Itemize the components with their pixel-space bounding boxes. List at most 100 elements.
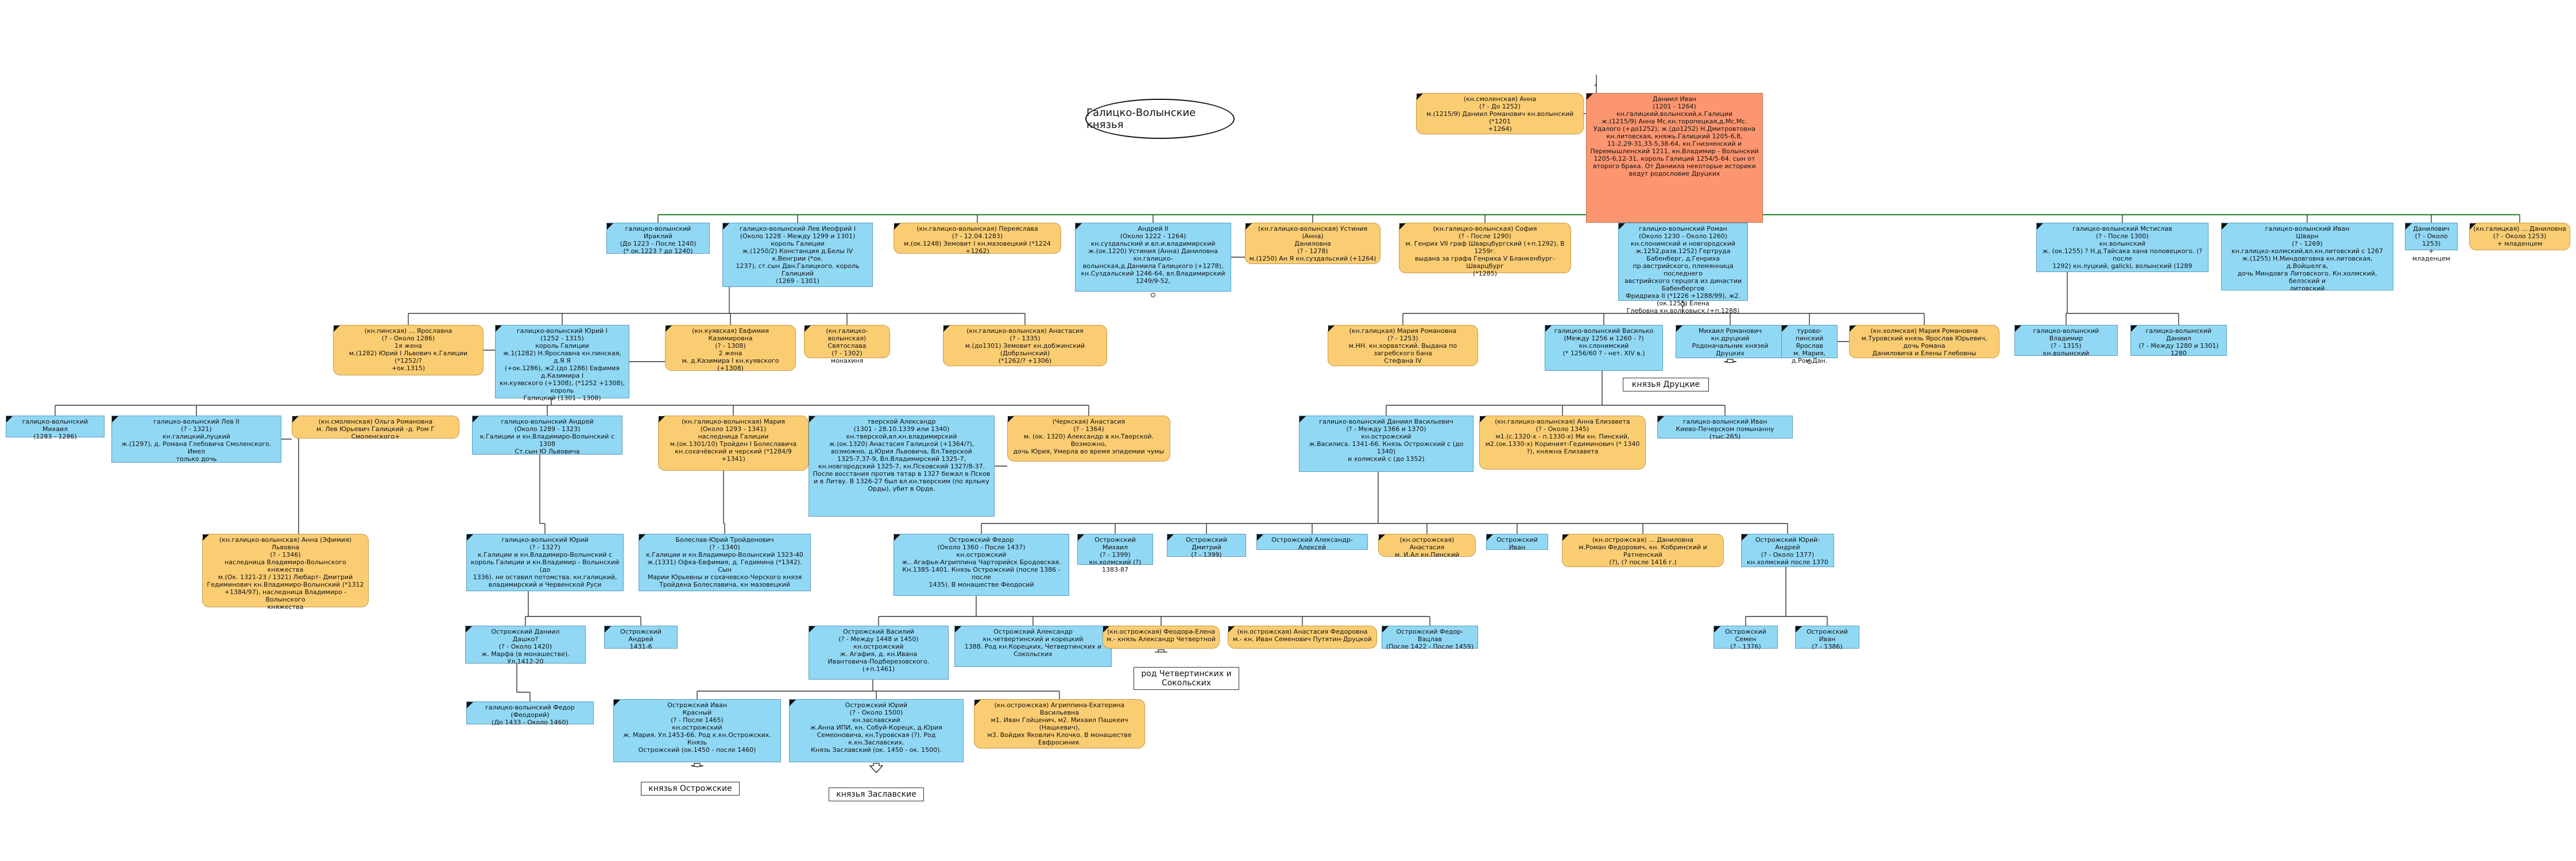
collapse-corner-icon[interactable] (804, 325, 811, 332)
person-node-yuri-z[interactable]: Острожский Юрий (? - Около 1500) кн.засл… (789, 699, 964, 762)
collapse-corner-icon[interactable] (292, 416, 299, 422)
collapse-corner-icon[interactable] (894, 223, 900, 230)
person-node-boleslav[interactable]: Болеслав-Юрий Тройденович (? - 1340) к.Г… (639, 534, 811, 591)
collapse-corner-icon[interactable] (1167, 534, 1174, 541)
person-node-mstislav[interactable]: галицко-волынский Мстислав (? - После 13… (2036, 223, 2208, 272)
person-node-svyatoslava[interactable]: (кн.галицко-волынская) Святослава (? - 1… (804, 325, 890, 364)
collapse-corner-icon[interactable] (1742, 534, 1748, 541)
collapse-corner-icon[interactable] (1619, 223, 1625, 230)
person-node-daniil-vas[interactable]: галицко-волынский Даниил Васильевич (? -… (1299, 416, 1473, 472)
person-node-anastasia-o[interactable]: (кн.острожская) Анастасия м. И.Ал кн.Пин… (1378, 534, 1476, 559)
person-node-yuri-g[interactable]: галицко-волынский Юрий (? - 1327) к.Гали… (466, 534, 624, 591)
collapse-corner-icon[interactable] (607, 223, 613, 230)
person-node-yuri-andrei[interactable]: Острожский Юрий-Андрей (? - Около 1377) … (1741, 534, 1834, 567)
expand-marker-icon[interactable] (1807, 359, 1812, 364)
person-node-daniil-o[interactable]: Острожский Даниил Дашко? (? - Около 1420… (465, 626, 586, 665)
expand-marker-icon[interactable] (1681, 302, 1685, 307)
person-node-maria2[interactable]: (кн.галицко-волынская) Мария (Около 1293… (658, 416, 809, 471)
collapse-corner-icon[interactable] (2405, 223, 2412, 230)
person-node-ivan-o[interactable]: Острожский Иван (1486, 534, 1548, 551)
person-node-danilovna-o[interactable]: (кн.острожская) ... Даниловна м.Роман Фе… (1562, 534, 1724, 567)
collapse-corner-icon[interactable] (1487, 534, 1493, 541)
person-node-anna-efim[interactable]: (кн.галицко-волынская) Анна (Эфимия) Льв… (202, 534, 369, 611)
collapse-corner-icon[interactable] (1328, 325, 1335, 332)
collapse-corner-icon[interactable] (2470, 223, 2476, 230)
collapse-corner-icon[interactable] (894, 534, 900, 541)
person-node-anastasia2[interactable]: (Черкская) Анастасия (? - 1364) м. (ок. … (1007, 416, 1170, 461)
person-node-daniil2[interactable]: галицко-волынский Даниил (? - Между 1280… (2130, 325, 2227, 357)
person-node-ivan-kr[interactable]: Острожский Иван Красный (? - После 1465)… (613, 699, 781, 762)
collapse-corner-icon[interactable] (1587, 94, 1593, 100)
collapse-corner-icon[interactable] (809, 626, 815, 633)
collapse-corner-icon[interactable] (1228, 626, 1235, 633)
person-node-lev2[interactable]: галицко-волынский Лев II (? - 1321) кн.г… (111, 416, 281, 463)
collapse-corner-icon[interactable] (467, 702, 473, 708)
person-node-fedora[interactable]: (кн.острожская) Феодора-Елена м.- князь … (1103, 626, 1220, 649)
person-node-vasili-o[interactable]: Острожский Василий (? - Между 1448 и 145… (809, 626, 949, 680)
collapse-corner-icon[interactable] (1562, 534, 1569, 541)
person-node-maria-rom[interactable]: (кн.галицкая) Мария Романовна (? - 1253)… (1328, 325, 1478, 366)
person-node-ivan-kiev[interactable]: галицко-волынский Иван Киево-Печерском п… (1657, 416, 1793, 440)
person-node-vladimir[interactable]: галицко-волынский Владимир (? - 1315) кн… (2014, 325, 2118, 357)
collapse-corner-icon[interactable] (1008, 416, 1014, 422)
person-node-anastasia1[interactable]: (кн.галицко-волынская) Анастасия (? - 13… (943, 325, 1107, 366)
person-node-evfimia[interactable]: (кн.куявская) Евфимия Казимировна (? - 1… (665, 325, 796, 372)
collapse-corner-icon[interactable] (955, 626, 961, 633)
collapse-corner-icon[interactable] (2222, 223, 2228, 230)
collapse-corner-icon[interactable] (974, 700, 981, 706)
collapse-corner-icon[interactable] (1782, 325, 1788, 332)
collapse-corner-icon[interactable] (112, 416, 118, 422)
person-node-yuri1[interactable]: галицко-волынский Юрий I (1252 - 1315) к… (495, 325, 629, 402)
person-node-yaroslav-turov[interactable]: турово-пинский Ярослав м. Мария, д.Ром.Д… (1781, 325, 1838, 364)
collapse-corner-icon[interactable] (496, 325, 502, 332)
collapse-corner-icon[interactable] (790, 700, 796, 706)
collapse-corner-icon[interactable] (466, 626, 472, 633)
person-node-anna-el[interactable]: (кн.галицко-волынская) Анна Елизавета (?… (1479, 416, 1646, 470)
person-node-alexandr-ch[interactable]: Острожский Александр кн.четвертинский и … (954, 626, 1112, 667)
person-node-maria-turov[interactable]: (кн.холмская) Мария Романовна м.Туровски… (1849, 325, 1999, 358)
person-node-mikhail-druck[interactable]: Михаил Романович кн.друцкий Родоначальни… (1676, 325, 1785, 358)
person-node-vasilko[interactable]: галицко-волынский Василько (Между 1256 и… (1545, 325, 1663, 371)
collapse-corner-icon[interactable] (1480, 416, 1486, 422)
collapse-corner-icon[interactable] (614, 700, 620, 706)
person-node-fedor-vas[interactable]: Острожский Федор-Вацлав (После 1422 - По… (1382, 626, 1478, 650)
collapse-corner-icon[interactable] (1545, 325, 1552, 332)
collapse-corner-icon[interactable] (6, 416, 13, 422)
person-node-alexander-o[interactable]: Острожский Александр-Алексей (1256, 534, 1368, 551)
collapse-corner-icon[interactable] (334, 325, 340, 332)
person-node-danilovich[interactable]: Данилович (? - Около 1253) + младенцем (2405, 223, 2458, 262)
person-node-andrei-o[interactable]: Острожский Андрей 1431-6 (604, 626, 678, 650)
collapse-corner-icon[interactable] (1076, 223, 1082, 230)
collapse-corner-icon[interactable] (1078, 534, 1084, 541)
collapse-corner-icon[interactable] (2037, 223, 2043, 230)
person-node-fedor-fed[interactable]: галицко-волынский Федор (Феодорий) (До 1… (466, 701, 594, 726)
collapse-corner-icon[interactable] (1796, 626, 1802, 633)
collapse-corner-icon[interactable] (809, 416, 815, 422)
person-node-yaroslavna[interactable]: (кн.пинская) ... Ярославна (? - Около 12… (333, 325, 484, 375)
collapse-corner-icon[interactable] (1103, 626, 1109, 633)
collapse-corner-icon[interactable] (723, 223, 729, 230)
person-node-fedor[interactable]: Острожский Федор (Около 1360 - После 143… (894, 534, 1069, 596)
collapse-corner-icon[interactable] (605, 626, 611, 633)
person-node-mikhail-g[interactable]: галицко-волынский Михаил (1283 - 1286) (6, 416, 105, 440)
person-node-sofia[interactable]: (кн.галицко-волынская) София (? - После … (1399, 223, 1571, 277)
collapse-corner-icon[interactable] (2015, 325, 2021, 332)
collapse-corner-icon[interactable] (1257, 534, 1263, 541)
person-node-dmitri-o[interactable]: Острожский Дмитрий (? - 1399) (1167, 534, 1246, 559)
collapse-corner-icon[interactable] (1299, 416, 1306, 422)
person-node-mikhail-o[interactable]: Острожский Михаил (? - 1399) кн.холмский… (1077, 534, 1153, 573)
collapse-corner-icon[interactable] (473, 416, 479, 422)
person-node-tverskoy[interactable]: тверской Александр (1301 - 28.10.1339 ил… (809, 416, 995, 517)
person-node-roman[interactable]: галицко-волынский Роман (Около 1230 - Ок… (1618, 223, 1748, 315)
collapse-corner-icon[interactable] (1382, 626, 1388, 633)
person-node-anna-smol[interactable]: (кн.смоленская) Анна (? - До 1252) м.(12… (1416, 93, 1584, 134)
person-node-olga[interactable]: (кн.смоленская) Ольга Романовна м. Лев Ю… (292, 416, 459, 440)
person-node-agrippina[interactable]: (кн.острожская) Агриппина-Екатерина Васи… (974, 699, 1145, 748)
person-node-anastasia-f[interactable]: (кн.острожская) Анастасия Федоровна м.- … (1228, 626, 1377, 649)
collapse-corner-icon[interactable] (1676, 325, 1682, 332)
collapse-corner-icon[interactable] (639, 534, 645, 541)
collapse-corner-icon[interactable] (1417, 94, 1423, 100)
person-node-daniil[interactable]: Даниил Иван (1201 - 1264) кн.галицкий,во… (1586, 93, 1763, 223)
person-node-ustinia[interactable]: (кн.галицко-волынская) Устиния (Анна) Да… (1245, 223, 1380, 264)
person-node-ivan-o2[interactable]: Острожский Иван (? - 1386) (1795, 626, 1859, 650)
